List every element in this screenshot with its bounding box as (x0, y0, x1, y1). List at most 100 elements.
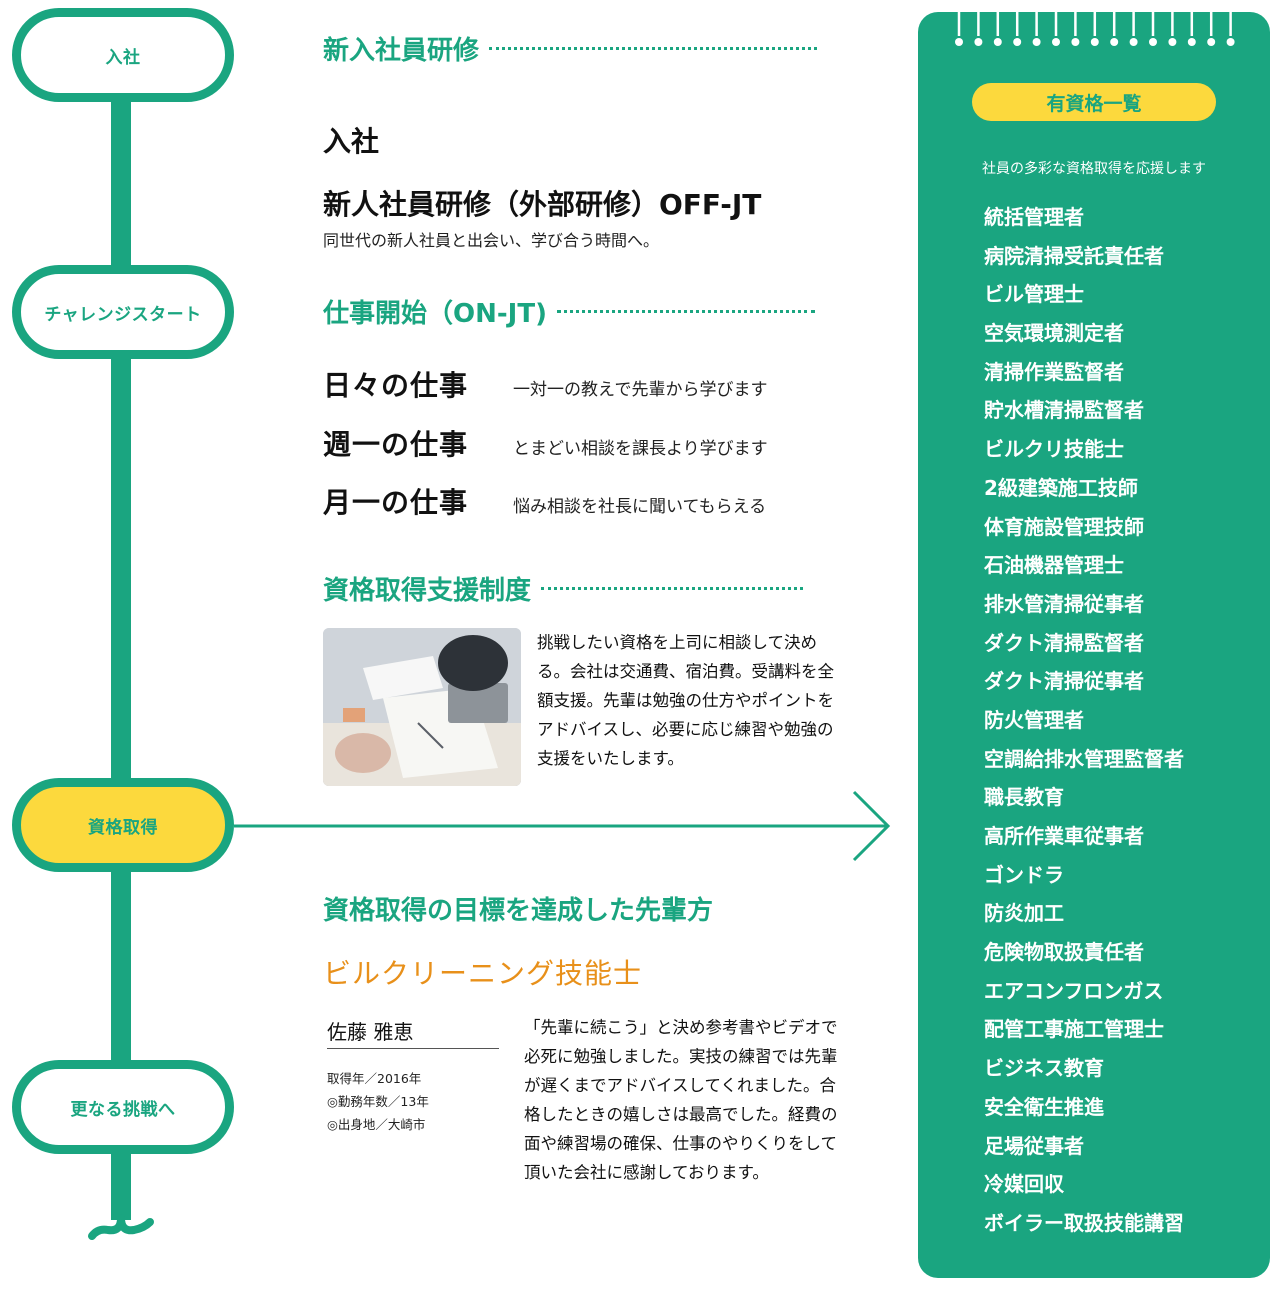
panel-subtitle: 社員の多彩な資格取得を応援します (982, 161, 1206, 177)
entry-heading: 入社 (323, 125, 380, 158)
ring-icon (1013, 12, 1022, 46)
qualification-item: 2級建築施工技師 (984, 475, 1138, 500)
qualification-item: ビル管理士 (984, 282, 1084, 307)
timeline-node-entry[interactable]: 入社 (12, 8, 234, 102)
qualification-item: 清掃作業監督者 (984, 359, 1124, 384)
timeline-end-curl (88, 1214, 154, 1240)
ring-icon (1168, 12, 1177, 46)
qualification-item: ボイラー取扱技能講習 (984, 1210, 1184, 1235)
job-description: とまどい相談を課長より学びます (513, 439, 768, 459)
qualification-list: 統括管理者病院清掃受託責任者ビル管理士空気環境測定者清掃作業監督者貯水槽清掃監督… (984, 202, 1184, 1247)
ring-icon (1149, 12, 1157, 46)
ring-icon (1090, 12, 1099, 46)
ring-icon (1110, 12, 1119, 46)
qualification-item: 配管工事施工管理士 (984, 1017, 1164, 1042)
name-underline (327, 1048, 499, 1049)
qualification-item: ビジネス教育 (984, 1056, 1104, 1081)
offjt-heading: 新人社員研修（外部研修）OFF-JT (323, 188, 762, 221)
paragraph-line: 格したときの嬉しさは最高でした。経費の (524, 1105, 838, 1124)
ring-icon (1032, 12, 1041, 46)
qualification-item: 空気環境測定者 (984, 321, 1124, 346)
timeline-node-qualification[interactable]: 資格取得 (12, 778, 234, 872)
paragraph-line: る。会社は交通費、宿泊費。受講料を全 (537, 662, 834, 681)
job-name: 週一の仕事 (323, 428, 469, 461)
qualification-item: ダクト清掃監督者 (984, 630, 1144, 655)
achiever-paragraph: 「先輩に続こう」と決め参考書やビデオで 必死に勉強しました。実技の練習では先輩 … (524, 1013, 838, 1187)
ring-icon (993, 12, 1002, 46)
qualification-item: ビルクリ技能士 (984, 437, 1124, 462)
support-paragraph: 挑戦したい資格を上司に相談して決め る。会社は交通費、宿泊費。受講料を全 額支援… (537, 628, 834, 773)
qualification-item: 統括管理者 (984, 205, 1084, 229)
ring-icon (1226, 12, 1235, 46)
qualification-item: 職長教育 (984, 785, 1064, 810)
qualification-item: 足場従事者 (984, 1133, 1084, 1158)
timeline-node-further-challenge[interactable]: 更なる挑戦へ (12, 1060, 234, 1154)
ring-icon (1071, 12, 1080, 46)
dotted-divider (489, 47, 818, 50)
job-row-daily: 日々の仕事 一対一の教えで先輩から学びます (323, 364, 768, 404)
panel-title-pill: 有資格一覧 (972, 83, 1216, 121)
qualification-item: エアコンフロンガス (984, 978, 1164, 1003)
qualification-item: 病院清掃受託責任者 (984, 243, 1164, 268)
section-title-support: 資格取得支援制度 (323, 570, 804, 607)
paragraph-line: 必死に勉強しました。実技の練習では先輩 (524, 1047, 838, 1066)
offjt-description: 同世代の新人社員と出会い、学び合う時間へ。 (323, 231, 660, 250)
qualification-item: 防火管理者 (984, 707, 1084, 732)
qualification-item: 防炎加工 (984, 901, 1064, 926)
qualification-item: 危険物取扱責任者 (984, 940, 1144, 965)
ring-icon (1207, 12, 1216, 46)
person-meta-hometown: ◎出身地／大崎市 (327, 1117, 426, 1132)
ring-icon (955, 12, 963, 46)
job-name: 月一の仕事 (323, 486, 469, 519)
person-name: 佐藤 雅恵 (327, 1020, 414, 1044)
timeline-line (111, 90, 131, 1220)
arrow-to-panel (234, 790, 891, 862)
timeline-node-label: 資格取得 (88, 817, 158, 838)
person-meta-year: 取得年／2016年 (327, 1071, 422, 1086)
paragraph-line: 「先輩に続こう」と決め参考書やビデオで (524, 1018, 838, 1037)
notebook-rings (955, 12, 1235, 46)
qualification-item: 貯水槽清掃監督者 (984, 398, 1144, 423)
ring-icon (1129, 12, 1138, 46)
meeting-photo-illustration (323, 628, 521, 786)
section-title-onjt: 仕事開始（ON-JT) (323, 293, 815, 330)
paragraph-line: 面や練習場の確保、仕事のやりくりをして (524, 1134, 838, 1153)
section-title-training: 新入社員研修 (323, 30, 818, 67)
timeline-node-challenge-start[interactable]: チャレンジスタート (12, 265, 234, 359)
qualification-item: 安全衛生推進 (984, 1094, 1104, 1119)
job-row-monthly: 月一の仕事 悩み相談を社長に聞いてもらえる (323, 481, 766, 521)
qualification-item: 石油機器管理士 (984, 553, 1124, 578)
paragraph-line: 頂いた会社に感謝しております。 (524, 1163, 769, 1182)
job-description: 一対一の教えで先輩から学びます (513, 380, 768, 400)
panel-title: 有資格一覧 (1046, 92, 1142, 115)
qualification-item: 冷媒回収 (984, 1172, 1064, 1197)
qualifications-panel: 有資格一覧 社員の多彩な資格取得を応援します 統括管理者病院清掃受託責任者ビル管… (918, 12, 1270, 1278)
paragraph-line: 額支援。先輩は勉強の仕方やポイントを (537, 691, 834, 710)
ring-icon (1187, 12, 1196, 46)
timeline-node-label: 更なる挑戦へ (70, 1099, 176, 1120)
timeline-node-label: チャレンジスタート (44, 304, 202, 325)
meeting-photo (323, 628, 521, 786)
ring-icon (974, 12, 983, 46)
timeline-node-label: 入社 (105, 47, 141, 68)
person-meta-tenure: ◎勤務年数／13年 (327, 1094, 429, 1109)
paragraph-line: アドバイスし、必要に応じ練習や勉強の (537, 720, 834, 739)
job-name: 日々の仕事 (323, 369, 469, 402)
qualification-item: 空調給排水管理監督者 (984, 746, 1184, 771)
section-title-text: 仕事開始（ON-JT) (323, 299, 547, 329)
qualification-item: ダクト清掃従事者 (984, 669, 1144, 694)
section-title-text: 資格取得支援制度 (323, 576, 532, 606)
qualification-item: 排水管清掃従事者 (984, 591, 1144, 616)
qualification-item: 体育施設管理技師 (984, 514, 1144, 539)
paragraph-line: が遅くまでアドバイスしてくれました。合 (524, 1076, 837, 1095)
qualification-item: 高所作業車従事者 (984, 824, 1144, 848)
dotted-divider (556, 310, 815, 313)
qualification-name: ビルクリーニング技能士 (323, 957, 643, 990)
ring-icon (1052, 12, 1060, 46)
paragraph-line: 挑戦したい資格を上司に相談して決め (537, 633, 818, 652)
job-description: 悩み相談を社長に聞いてもらえる (513, 497, 767, 517)
job-row-weekly: 週一の仕事 とまどい相談を課長より学びます (323, 423, 768, 463)
dotted-divider (541, 587, 804, 590)
paragraph-line: 支援をいたします。 (537, 749, 684, 768)
achiever-section-title: 資格取得の目標を達成した先輩方 (323, 896, 714, 926)
